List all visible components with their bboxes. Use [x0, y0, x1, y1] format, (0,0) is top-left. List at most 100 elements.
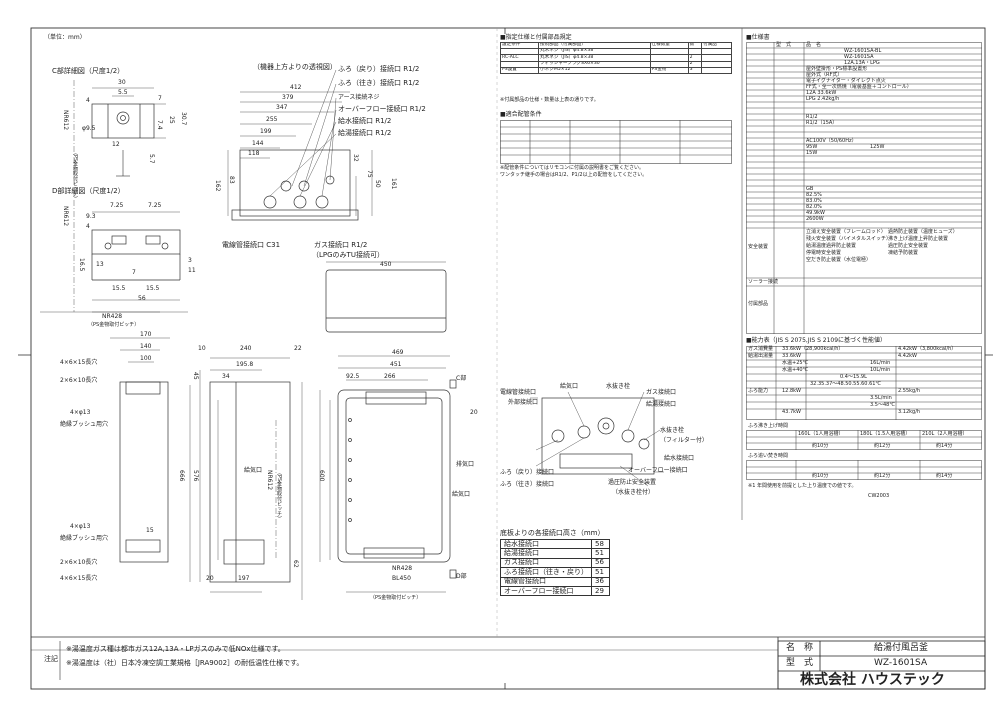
dim-top-255: 255 — [266, 116, 278, 123]
dim-d-7-25a: 7.25 — [110, 202, 124, 209]
height-label: ふろ接続口（往き・戻り） — [500, 567, 592, 578]
c-nr-label: NR612 — [62, 110, 69, 131]
btm-relief-valve: 過圧防止安全装置 — [608, 479, 657, 486]
c-pitch-label: （PS金物取付ピッチ） — [72, 150, 78, 202]
spec-row-16: 49.9kW — [806, 210, 825, 216]
dim-d-4: 4 — [86, 223, 90, 230]
reheat-table-grid — [746, 460, 982, 480]
bath-time-title: ふろ沸き上げ時間 — [748, 423, 789, 429]
dim-top-412: 412 — [290, 84, 302, 91]
hole-side-1: 4×6×15長穴 — [60, 359, 98, 366]
cap-row-3-a: 水温+40℃ — [782, 367, 809, 373]
spec-row-1: 屋外式（RF式） — [806, 72, 843, 78]
capability-title: ■能力表（JIS S 2075,JIS S 2109に基づく性能値） — [746, 337, 887, 344]
bath-val-2: 約12分 — [874, 443, 891, 449]
cap-row-0-b: 4.42kW（3,800kcal/h） — [898, 346, 957, 352]
spec-name-header: 品 名 — [806, 42, 822, 48]
spec-model-header: 型 式 — [776, 42, 792, 48]
notes-label: 注記 — [44, 655, 58, 663]
dim-d-13: 13 — [96, 261, 104, 268]
table-row: PS設置 小ネジM5×12 PS金物 3 — [499, 66, 732, 74]
reheat-val-2: 約12分 — [874, 473, 891, 479]
dim-d-15-5b: 15.5 — [146, 285, 160, 292]
btm-gas-conn: ガス接続口 — [646, 389, 677, 396]
accessory-table: 設定条件 接続部品（付属部品） 仕様数量 数 付属品 丸木ネジ（JIS）φ4.8… — [499, 41, 732, 74]
dim-d-7-25b: 7.25 — [148, 202, 162, 209]
spec-row-4: 12A 33.6kW — [806, 90, 837, 96]
spec-row-10: 125W — [870, 144, 885, 150]
piping-note-2: ワンタッチ継手の場合はR1/2、P1/2以上の配管をしてください。 — [500, 172, 648, 178]
dim-side-197: 197 — [238, 575, 250, 582]
height-value: 51 — [591, 548, 610, 559]
c-detail-title: C部詳細図（尺度1/2） — [52, 67, 125, 75]
cap-row-1-a: 33.6kW — [782, 353, 801, 359]
btm-bath-return: ふろ（戻り）接続口 — [500, 469, 555, 476]
accessory-note: ※付属部品の仕様・数量は上表の通りです。 — [500, 97, 599, 103]
dim-c-5-7: 5.7 — [148, 154, 155, 164]
spec-row-7: R1/2（15A） — [806, 120, 838, 126]
dim-front-451: 451 — [390, 361, 402, 368]
height-label: オーバーフロー接続口 — [500, 585, 592, 597]
dim-c-7-4: 7.4 — [156, 120, 163, 130]
dim-top-75: 75 — [366, 170, 373, 178]
spec-row-9: 95W — [806, 144, 818, 150]
dim-side-666: 666 — [178, 470, 185, 482]
company-name: 株式会社 ハウステック — [800, 672, 945, 688]
capability-table-grid — [746, 346, 982, 420]
height-label: ガス接続口 — [500, 557, 592, 569]
d-nr-label: NR612 — [62, 206, 69, 227]
spec-row-13: 82.5% — [806, 192, 822, 198]
spec-row-14: 83.0% — [806, 198, 822, 204]
btm-drain-cock: 水抜き栓 — [606, 383, 631, 390]
unit-label: （単位：mm） — [44, 34, 86, 41]
height-label: 電線管接続口 — [500, 576, 592, 587]
btm-hot-water-conn: 給湯接続口 — [646, 401, 677, 408]
dim-top-32: 32 — [352, 154, 359, 162]
cap-row-4-b: 0.4〜15.9L — [840, 374, 867, 380]
hole-side-8: 4×6×15長穴 — [60, 575, 98, 582]
cap-row-6-label: ふろ能力 — [748, 388, 769, 394]
dim-c-25: 25 — [168, 116, 175, 124]
btm-external-conn: 外部接続口 — [508, 399, 539, 406]
spec-safety-4: 給湯温度過昇防止装置 — [806, 243, 857, 249]
spec-title: ■仕様書 — [746, 34, 770, 41]
spec-row-17: 2600W — [806, 216, 824, 222]
cap-row-9-a: 43.7kW — [782, 409, 801, 415]
dim-c-30-7: 30.7 — [180, 112, 187, 126]
dim-d-7: 7 — [132, 269, 136, 276]
spec-safety-2: 残火安全装置（バイメタルスイッチ） — [806, 236, 892, 242]
dim-top-161: 161 — [390, 178, 397, 190]
dim-top-118: 118 — [248, 150, 260, 157]
cap-footnote-2: CW2003 — [868, 493, 890, 499]
title-model-label: 型 式 — [786, 658, 814, 668]
btm-filter-note: （フィルター付） — [660, 437, 708, 444]
spec-row-5: LPG 2.42kg/h — [806, 96, 840, 102]
accessory-cell — [701, 66, 732, 74]
bath-col-3: 210L（2人用浴槽） — [922, 431, 968, 437]
cap-row-3-b: 10L/min — [870, 367, 891, 373]
cap-row-5: 32.35.37〜48.50.55.60.61℃ — [810, 381, 882, 387]
dim-side-170: 170 — [140, 331, 152, 338]
dim-c-5-5: 5.5 — [118, 89, 128, 96]
btm-air-intake: 給気口 — [560, 383, 579, 390]
dim-c-30: 30 — [118, 79, 126, 86]
dim-front-600: 600 — [318, 470, 325, 482]
spec-safety-0: 立消え安全装置（フレームロッド） — [806, 229, 886, 235]
conn-bath-supply: ふろ（往き）接続口 R1/2 — [338, 79, 420, 87]
height-label: 給湯接続口 — [500, 548, 592, 559]
dim-top-83: 83 — [228, 176, 235, 184]
front-c-part: C部 — [456, 375, 467, 382]
dim-d-56: 56 — [138, 295, 146, 302]
dim-side-195-8: 195.8 — [236, 361, 254, 368]
spec-row-11: 15W — [806, 150, 818, 156]
cap-row-1-b: 4.42kW — [898, 353, 917, 359]
spec-row-3: FF式・全一次燃焼（電装基盤＋コントロール） — [806, 84, 912, 90]
dim-front-92-5: 92.5 — [346, 373, 360, 380]
dim-side-140: 140 — [140, 343, 152, 350]
dim-side-576: 576 — [192, 470, 199, 482]
cap-footnote-1: ※1 年間使用を前提とした上り温度での値です。 — [748, 483, 857, 489]
dim-c-12: 12 — [112, 141, 120, 148]
dim-front-nr428: NR428 — [392, 565, 413, 572]
conn-hot-water: 給湯接続口 R1/2 — [338, 129, 392, 137]
